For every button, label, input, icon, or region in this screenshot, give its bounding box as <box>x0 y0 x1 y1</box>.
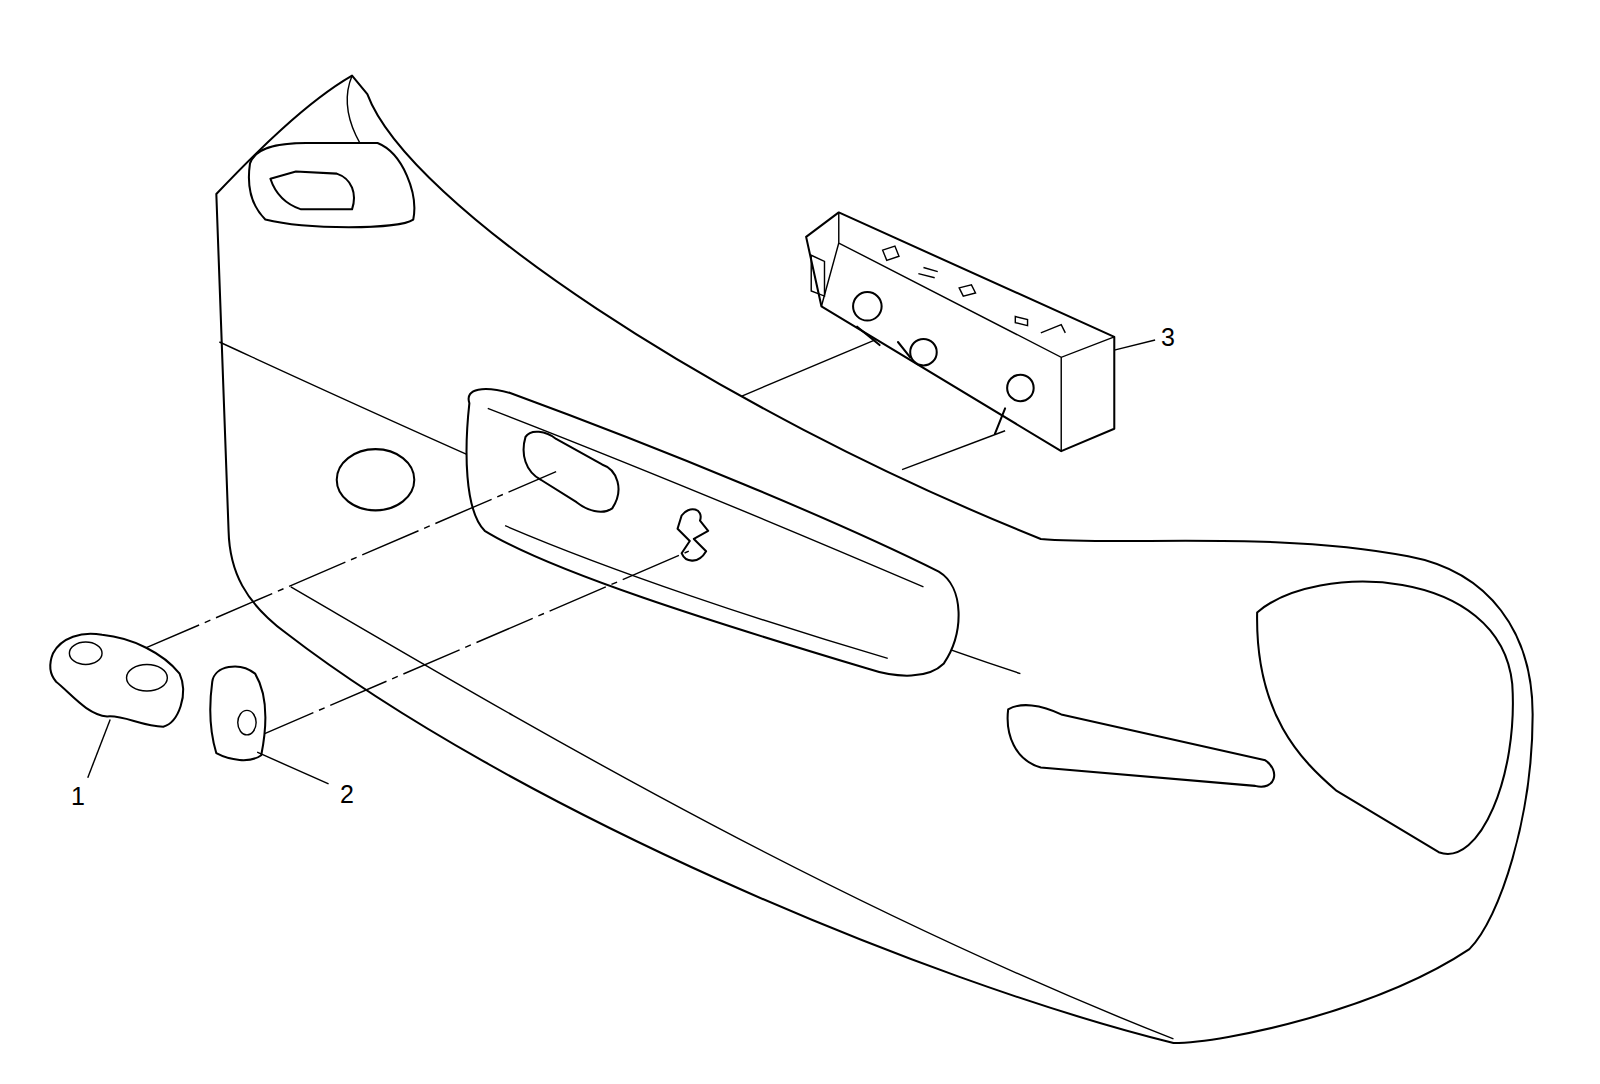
switch-bezel-recess <box>467 389 959 676</box>
switch-shaft <box>857 327 1005 434</box>
bezel-hole <box>127 664 168 691</box>
assembly-line <box>902 431 1005 470</box>
module-tab <box>811 255 824 296</box>
recline-lever <box>270 172 354 210</box>
callout-leader <box>257 752 328 784</box>
seat-side-panel <box>216 76 1532 1043</box>
switch-bezel <box>50 634 183 727</box>
panel-lower-edge <box>291 587 1174 1039</box>
seat-switch-module <box>806 212 1114 451</box>
assembly-line <box>742 339 878 396</box>
callout-number: 1 <box>71 784 85 809</box>
bezel-inner <box>488 408 924 658</box>
bezel-hole <box>69 642 102 664</box>
handle-recess <box>249 143 414 227</box>
callout-number: 3 <box>1161 325 1175 350</box>
assembly-line <box>257 551 689 737</box>
module-edges <box>821 212 1114 451</box>
switch-slot <box>524 432 619 512</box>
module-pivot <box>1007 375 1034 402</box>
callout-leader <box>88 720 110 778</box>
switch-knob <box>210 667 265 761</box>
lumbar-clip <box>678 509 709 560</box>
knob-face <box>238 710 256 734</box>
module-pivot <box>853 292 882 321</box>
callout-number: 2 <box>340 782 354 807</box>
panel-bottom-slot <box>1008 705 1275 787</box>
assembly-line <box>143 472 556 650</box>
module-icons <box>883 246 1066 333</box>
module-pivot <box>910 339 937 366</box>
callout-leader <box>1114 340 1155 350</box>
panel-loop-opening <box>1257 582 1513 854</box>
access-hole <box>337 449 415 510</box>
